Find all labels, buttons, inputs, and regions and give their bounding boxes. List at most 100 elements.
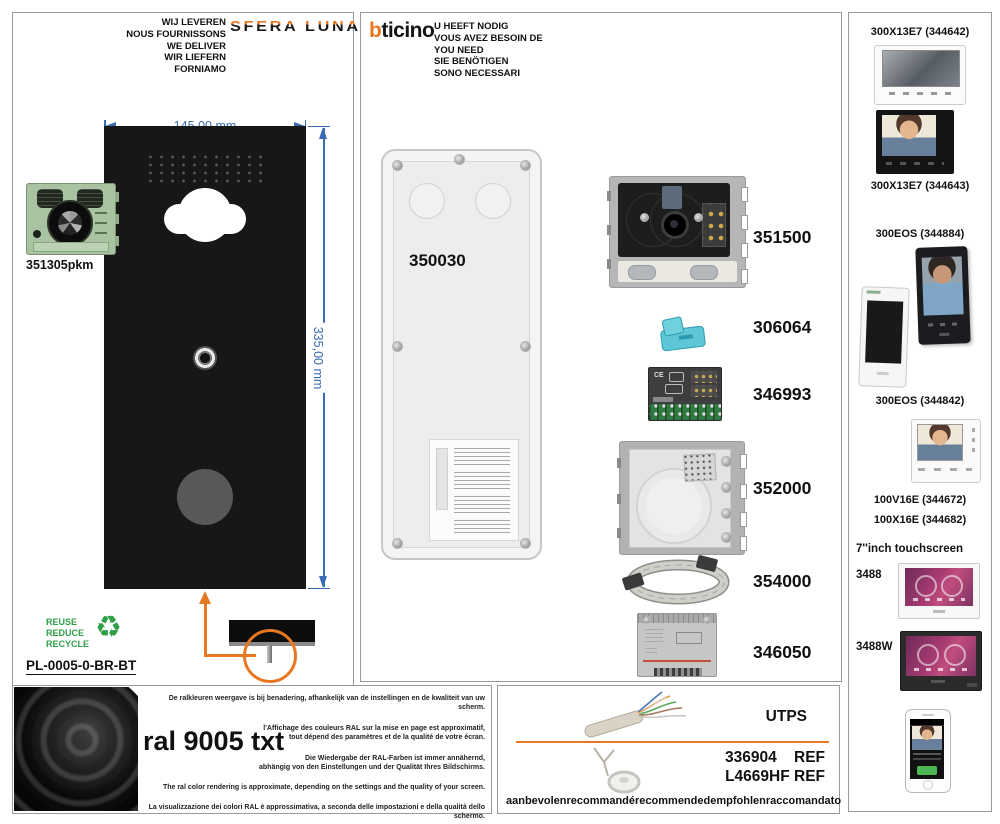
speaker-holes — [145, 153, 269, 187]
ref-label-3488: 3488 — [856, 569, 882, 581]
item-ref-351500: 351500 — [753, 227, 812, 247]
power-supply-image — [637, 613, 717, 677]
touchscreen-3488-image — [898, 563, 980, 619]
badge-reader-circle — [177, 469, 233, 525]
cable-refs: 336904 REF L4669HF REF — [725, 748, 825, 786]
utp-cable-image — [584, 691, 687, 738]
ce-mark: CE — [654, 372, 664, 379]
right-panel: 300X13E7 (344642) 300X13E7 (344643) 300E… — [848, 12, 992, 812]
camera-lens — [47, 200, 93, 246]
disclaimer-it: La visualizzazione dei colori RAL è appr… — [148, 804, 485, 820]
ribbon-cable-image — [622, 555, 730, 605]
document-reference: PL-0005-0-BR-BT — [26, 658, 137, 675]
intercom-module-ref: 351305pkm — [26, 258, 94, 272]
middle-panel: bticino U HEEFT NODIG VOUS AVEZ BESOIN D… — [360, 12, 842, 682]
deliver-line: FORNIAMO — [174, 64, 226, 76]
bticino-logo-rest: ticino — [381, 19, 435, 42]
door-panel — [104, 126, 306, 589]
recycle-icon: ♻ — [95, 611, 122, 644]
recommended-word: recommandé — [566, 795, 636, 807]
bticino-logo-b: b — [369, 19, 382, 42]
screw — [454, 154, 465, 165]
knockout-circle — [409, 183, 445, 219]
disclaimer-de: abhängig von den Einstellungen und der Q… — [259, 764, 485, 771]
cable-panel: UTPS 336904 REF L4669HF REF aanbevolen r… — [497, 685, 841, 814]
disclaimer-fr: tout dépend des paramètres et de la qual… — [288, 734, 485, 741]
monitor-black-image — [876, 110, 954, 174]
item-ref-346050: 346050 — [753, 642, 812, 662]
touchscreen-title: 7''inch touchscreen — [856, 543, 964, 555]
screw — [520, 538, 531, 549]
ral-panel: ral 9005 txt De ralkleuren weergave is b… — [12, 685, 492, 820]
camera-unit-image — [607, 176, 748, 288]
eos-white-image — [858, 286, 910, 388]
recommended-word: empfohlen — [710, 795, 766, 807]
cable-coil-image — [593, 747, 641, 794]
camera-front — [618, 183, 730, 257]
recycle-block: REUSE REDUCE RECYCLE — [46, 617, 89, 650]
recycle-word: REDUCE — [46, 628, 85, 638]
disclaimer-en: The ral color rendering is approximate, … — [162, 784, 485, 791]
backbox-image: 350030 — [381, 149, 542, 560]
width-dimension: 145,00 mm — [104, 105, 306, 134]
ref-label-344642: 300X13E7 (344642) — [870, 26, 970, 38]
screw — [392, 160, 403, 171]
need-line: U HEEFT NODIG — [434, 21, 509, 32]
intercom-module-image — [26, 183, 119, 255]
orange-divider — [516, 741, 829, 743]
disclaimer-de: Die Wiedergabe der RAL-Farben ist immer … — [304, 755, 485, 762]
ref-label-3488w: 3488W — [856, 641, 893, 653]
height-dimension: 335,00 mm — [296, 126, 341, 589]
need-line: YOU NEED — [434, 44, 484, 56]
cable-title: UTPS — [765, 708, 807, 725]
need-line: VOUS AVEZ BESOIN DE — [434, 32, 543, 44]
recommended-row: aanbevolen recommandé recommended empfoh… — [506, 795, 841, 807]
call-button — [193, 346, 217, 370]
disclaimer-fr: l'Affichage des couleurs RAL sur la mise… — [263, 725, 485, 732]
screw — [392, 341, 403, 352]
cable-ref-336904: 336904 REF — [725, 749, 825, 766]
item-ref-346993: 346993 — [753, 384, 812, 404]
speaker-grille — [77, 189, 103, 208]
camera-cutout-circle — [178, 188, 232, 242]
config-key-image — [657, 316, 707, 354]
recycle-word: RECYCLE — [46, 639, 90, 649]
relay-module-image: CE — [648, 367, 722, 421]
answer-button — [917, 766, 937, 775]
monitor-100-image — [911, 419, 981, 483]
connector-block — [702, 203, 726, 247]
knockout-circle — [475, 183, 511, 219]
recommended-word: aanbevolen — [506, 795, 567, 807]
ref-label-344884: 300EOS (344884) — [875, 228, 965, 240]
recommended-word: recommended — [635, 795, 711, 807]
orange-arrow-head-icon — [199, 591, 211, 604]
ir-sensor — [662, 186, 682, 209]
ref-label-344672: 100V16E (344672) — [873, 494, 967, 506]
ref-label-344643: 300X13E7 (344643) — [870, 180, 970, 192]
backbox-ref: 350030 — [409, 251, 466, 270]
instruction-leaflet — [429, 439, 519, 541]
bticino-logo: bticino — [369, 19, 435, 43]
ral-sphere-image — [14, 687, 138, 811]
you-need-text: U HEEFT NODIG VOUS AVEZ BESOIN DE YOU NE… — [434, 21, 543, 80]
recommended-word: raccomandato — [765, 795, 842, 807]
item-ref-354000: 354000 — [753, 571, 812, 591]
arrow-down-icon — [319, 576, 327, 588]
recycle-word: REUSE — [46, 617, 78, 627]
lens — [661, 211, 689, 239]
ral-title: ral 9005 txt — [143, 726, 285, 756]
arrow-up-icon — [319, 127, 327, 139]
touchscreen-3488w-image — [900, 631, 982, 691]
terminal-strip — [649, 404, 721, 420]
need-line: SIE BENÖTIGEN — [434, 56, 509, 68]
need-line: SONO NECESSARI — [434, 68, 521, 80]
screw — [392, 538, 403, 549]
monitor-white-image — [874, 45, 966, 105]
smartphone-image — [905, 709, 951, 793]
ref-label-344842: 300EOS (344842) — [875, 395, 965, 407]
left-panel: WIJ LEVEREN NOUS FOURNISSONS WE DELIVER … — [12, 12, 358, 690]
deliver-line: WE DELIVER — [166, 40, 226, 52]
screw — [520, 341, 531, 352]
led-dot — [33, 230, 41, 238]
